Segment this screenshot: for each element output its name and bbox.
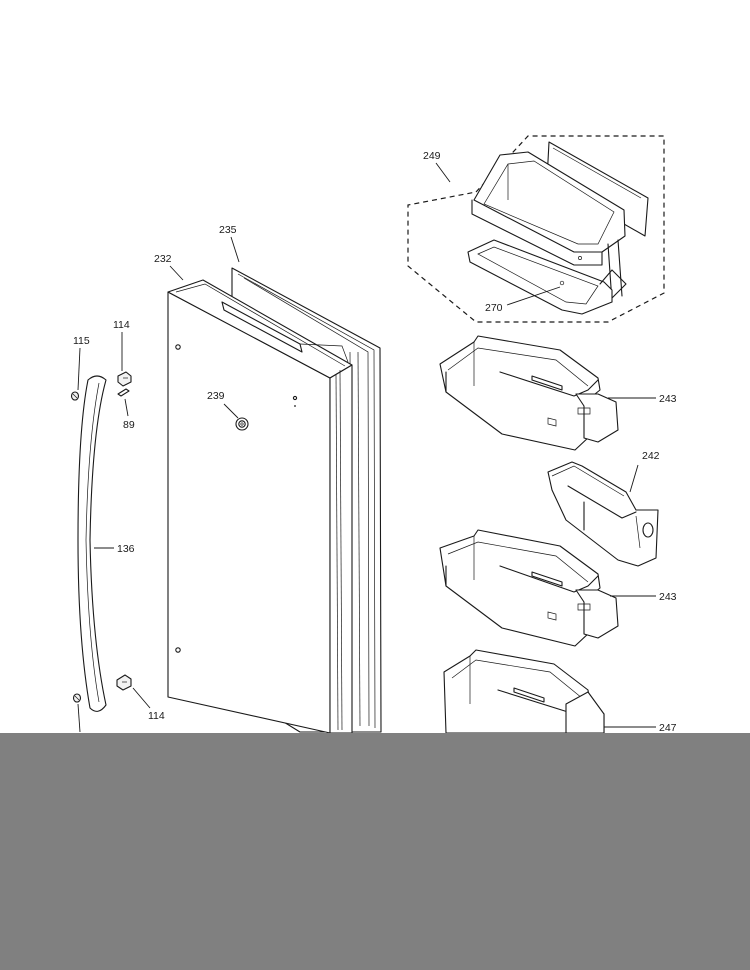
door-bin-lower [439, 529, 619, 647]
door-handle [77, 375, 107, 712]
small-door-bin [547, 461, 659, 567]
handle-screw-left-bottom [72, 693, 82, 703]
label-89: 89 [123, 419, 135, 431]
label-270: 270 [485, 302, 503, 314]
handle-screw-left-top [70, 391, 80, 401]
label-114-bottom: 114 [148, 710, 165, 722]
handle-screw-right-bottom [116, 674, 132, 691]
door-bin-upper [439, 335, 619, 451]
part-labels: 115 114 89 136 114 232 235 239 249 270 2… [73, 150, 677, 734]
label-243-lower: 243 [659, 591, 677, 603]
leader-lines [77, 162, 656, 733]
label-115: 115 [73, 335, 90, 347]
label-136: 136 [117, 543, 135, 555]
label-114-top: 114 [113, 319, 130, 331]
label-249: 249 [423, 150, 441, 162]
door-panel [167, 279, 353, 734]
label-247: 247 [659, 722, 677, 734]
dairy-assembly [407, 135, 665, 323]
handle-screw-right-top [117, 371, 132, 387]
gray-overlay-band [0, 733, 750, 970]
logo-badge [235, 417, 249, 431]
mounting-pin [117, 388, 130, 397]
label-239: 239 [207, 390, 225, 402]
label-243-upper: 243 [659, 393, 677, 405]
label-242: 242 [642, 450, 660, 462]
label-235: 235 [219, 224, 237, 236]
label-232: 232 [154, 253, 172, 265]
door-bin-bottom [443, 649, 605, 734]
